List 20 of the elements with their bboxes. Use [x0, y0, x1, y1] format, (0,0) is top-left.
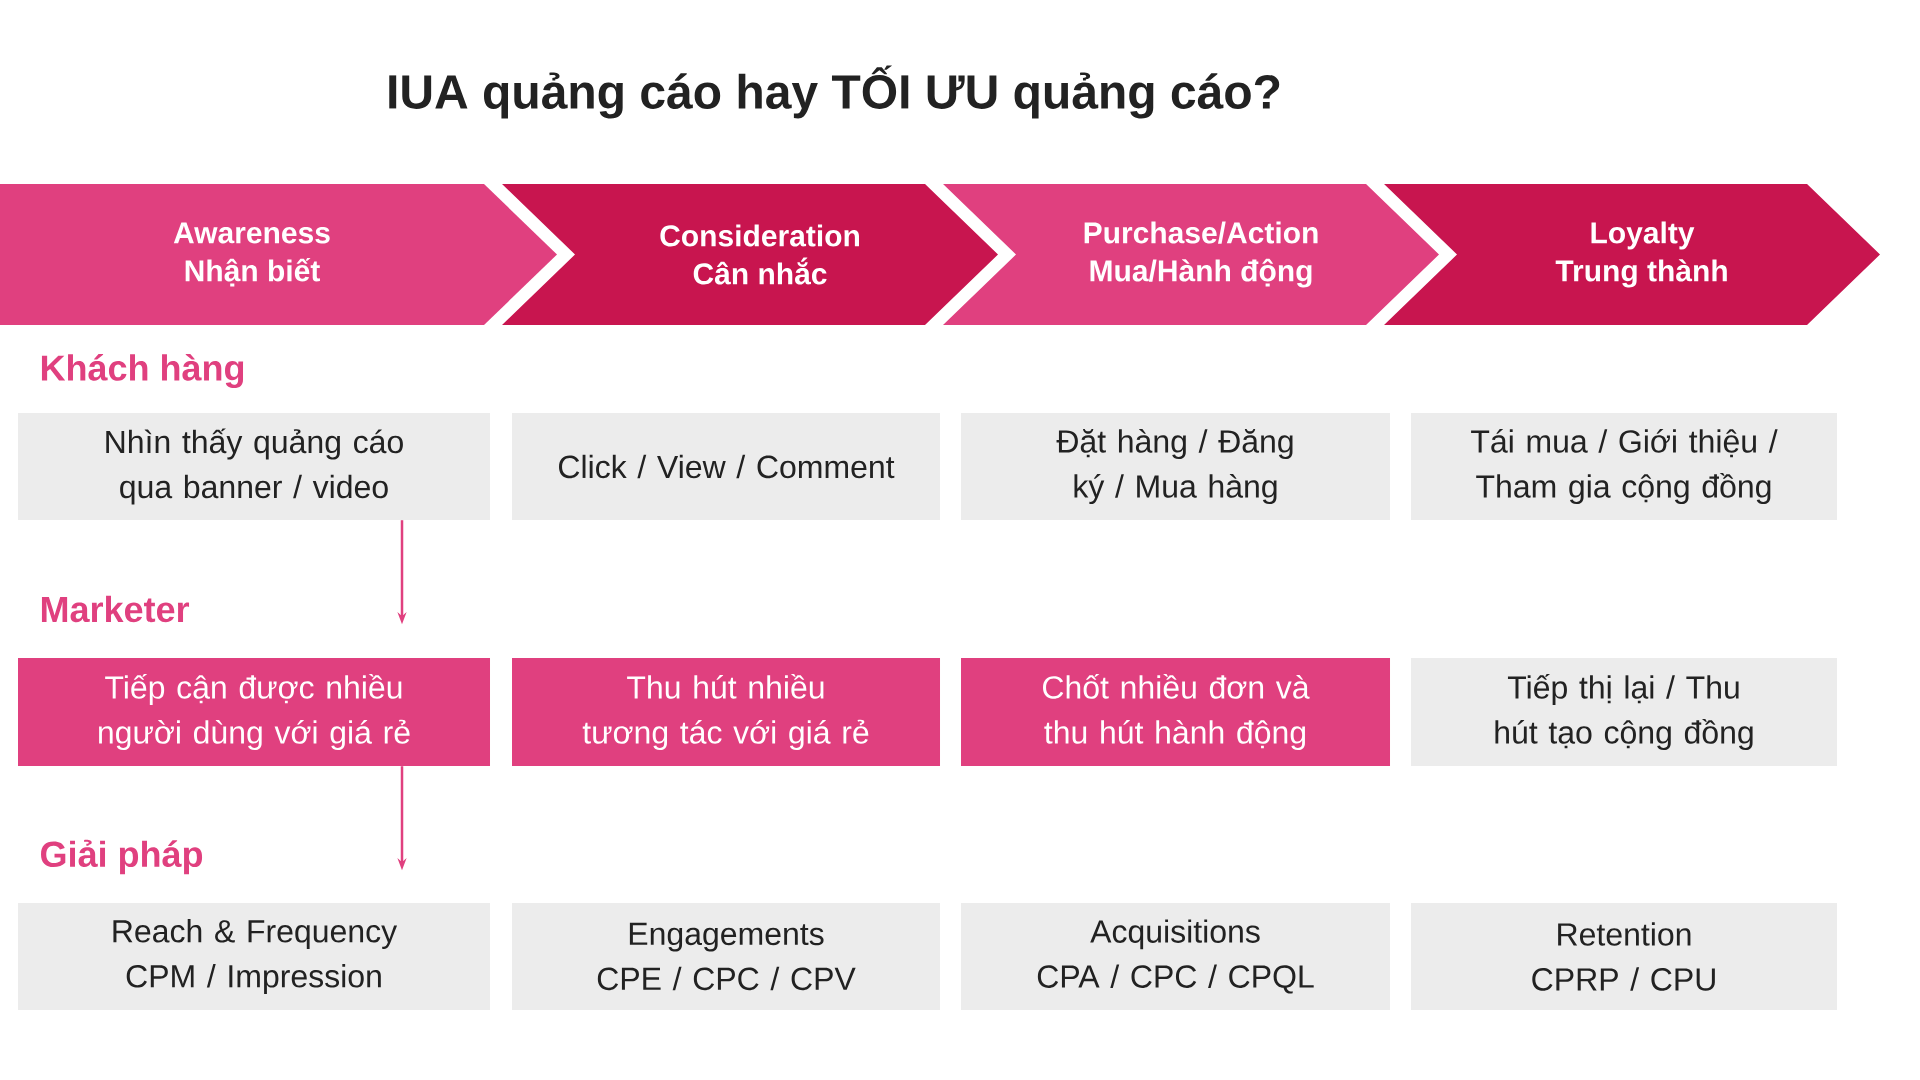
- text-box: Thu hút nhiều tương tác với giá rẻ: [512, 658, 940, 766]
- section-heading: Giải pháp: [41, 839, 203, 875]
- chevron-step: Loyalty Trung thành: [1384, 184, 1880, 325]
- text-box: Chốt nhiều đơn và thu hút hành động: [961, 658, 1390, 766]
- chevron-step: Consideration Cân nhắc: [502, 184, 998, 325]
- text-box: Retention CPRP / CPU: [1411, 903, 1837, 1010]
- text-box: Tái mua / Giới thiệu / Tham gia cộng đồng: [1411, 413, 1837, 520]
- text-box: Click / View / Comment: [512, 413, 940, 520]
- chevron-step: Awareness Nhận biết: [0, 184, 557, 325]
- text-box: Nhìn thấy quảng cáo qua banner / video: [18, 413, 490, 520]
- text-box: Acquisitions CPA / CPC / CPQL: [961, 903, 1390, 1010]
- text-box: Đặt hàng / Đăng ký / Mua hàng: [961, 413, 1390, 520]
- title: IUA quảng cáo hay TỐI ƯU quảng cáo?: [389, 65, 1280, 119]
- section-heading: Khách hàng: [41, 354, 244, 388]
- text-box: Engagements CPE / CPC / CPV: [512, 903, 940, 1010]
- text-box: Reach & Frequency CPM / Impression: [18, 903, 490, 1010]
- chevron-step: Purchase/Action Mua/Hành động: [943, 184, 1439, 325]
- text-box: Tiếp cận được nhiều người dùng với giá rẻ: [18, 658, 490, 766]
- text-box: Tiếp thị lại / Thu hút tạo cộng đồng: [1411, 658, 1837, 766]
- section-heading: Marketer: [41, 595, 190, 623]
